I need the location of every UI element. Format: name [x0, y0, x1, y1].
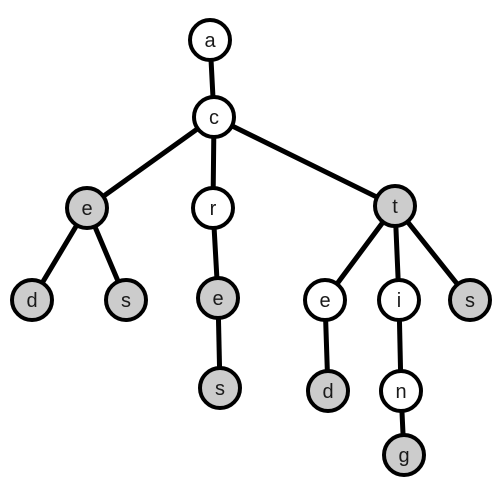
- node-circle: [10, 278, 54, 322]
- node-circle: [377, 278, 421, 322]
- node-n-t: t: [373, 184, 417, 228]
- node-n-s3: s: [448, 278, 492, 322]
- node-n-s2: s: [198, 366, 242, 410]
- node-label: t: [392, 196, 398, 218]
- node-label: e: [319, 290, 330, 312]
- node-label: s: [465, 290, 475, 312]
- node-label: e: [212, 288, 223, 310]
- node-n-r: r: [191, 186, 235, 230]
- edge-n-c-n-e1: [84, 114, 217, 211]
- node-circle: [192, 95, 236, 139]
- node-n-n: n: [379, 369, 423, 413]
- node-n-e3: e: [303, 278, 347, 322]
- node-label: d: [322, 381, 333, 403]
- node-circle: [65, 186, 109, 230]
- node-circle: [198, 366, 242, 410]
- node-n-c: c: [192, 95, 236, 139]
- node-label: r: [210, 198, 217, 220]
- node-label: a: [204, 30, 216, 52]
- node-n-d1: d: [10, 278, 54, 322]
- node-n-e1: e: [65, 186, 109, 230]
- node-label: s: [215, 378, 225, 400]
- node-label: n: [395, 381, 406, 403]
- node-label: g: [398, 445, 409, 467]
- node-label: d: [26, 290, 37, 312]
- node-n-i: i: [377, 278, 421, 322]
- node-circle: [373, 184, 417, 228]
- nodes: a c e r t d s e s e d i n g s: [10, 18, 492, 477]
- node-n-g: g: [382, 433, 426, 477]
- node-n-d2: d: [306, 369, 350, 413]
- node-circle: [448, 278, 492, 322]
- node-label: c: [209, 107, 219, 129]
- node-circle: [379, 369, 423, 413]
- node-n-e2: e: [196, 276, 240, 320]
- node-label: i: [397, 290, 401, 312]
- node-n-s1: s: [104, 278, 148, 322]
- node-circle: [382, 433, 426, 477]
- node-circle: [196, 276, 240, 320]
- node-label: e: [81, 198, 92, 220]
- node-circle: [104, 278, 148, 322]
- edge-n-c-n-t: [211, 114, 398, 209]
- node-circle: [303, 278, 347, 322]
- node-circle: [306, 369, 350, 413]
- node-n-a: a: [188, 18, 232, 62]
- node-circle: [191, 186, 235, 230]
- node-label: s: [121, 290, 131, 312]
- node-circle: [188, 18, 232, 62]
